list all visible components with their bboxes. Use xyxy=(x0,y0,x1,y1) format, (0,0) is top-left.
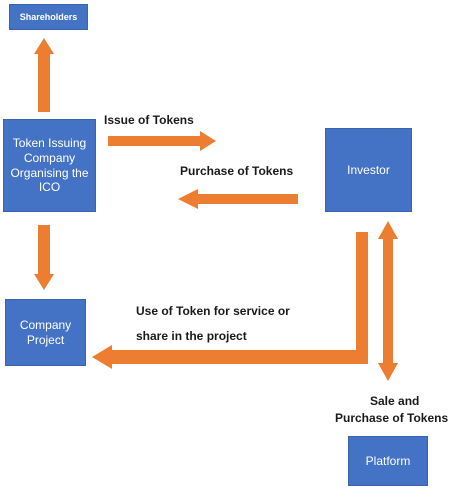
platform-label: Platform xyxy=(365,453,411,468)
issue-of-tokens-label: Issue of Tokens xyxy=(104,113,194,127)
arrow-purchase-of-tokens xyxy=(196,194,298,204)
token-issuing-company-label: Token Issuing Company Organising the ICO xyxy=(10,136,89,195)
arrowhead-issue-of-tokens xyxy=(200,131,216,151)
arrow-issue-of-tokens xyxy=(108,136,202,146)
platform-node: Platform xyxy=(348,436,428,486)
arrowhead-use-of-token xyxy=(92,345,112,369)
arrowhead-company-to-shareholders xyxy=(34,38,54,54)
purchase-of-tokens-label: Purchase of Tokens xyxy=(180,164,294,178)
company-project-label: Company Project xyxy=(19,317,72,347)
arrowhead-sale-purchase-up xyxy=(378,221,398,239)
arrowhead-company-to-project xyxy=(34,274,54,290)
arrow-sale-purchase-shaft xyxy=(383,236,393,366)
investor-node: Investor xyxy=(325,128,412,212)
arrowhead-purchase-of-tokens xyxy=(178,189,198,209)
arrow-company-to-shareholders xyxy=(38,52,50,112)
shareholders-label: Shareholders xyxy=(19,11,78,22)
arrow-use-of-token-vertical xyxy=(356,232,368,364)
arrowhead-sale-purchase-down xyxy=(378,363,398,381)
investor-label: Investor xyxy=(347,162,390,177)
company-project-node: Company Project xyxy=(5,299,86,366)
sale-and-purchase-label-line2: Purchase of Tokens xyxy=(335,411,449,425)
arrow-company-to-project xyxy=(38,225,50,276)
use-of-token-label-line1: Use of Token for service or xyxy=(136,304,290,318)
sale-and-purchase-label-line1: Sale and xyxy=(370,394,420,408)
shareholders-node: Shareholders xyxy=(9,4,88,30)
arrow-use-of-token-horizontal xyxy=(110,350,368,364)
use-of-token-label-line2: share in the project xyxy=(136,329,247,343)
token-issuing-company-node: Token Issuing Company Organising the ICO xyxy=(3,119,96,212)
